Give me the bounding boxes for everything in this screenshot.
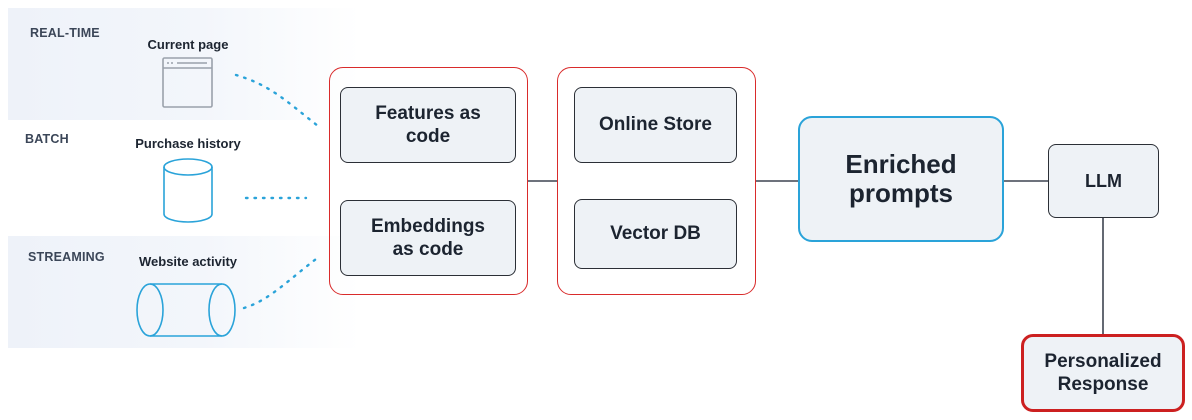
embeddings-as-code-label: Embeddings as code	[370, 216, 485, 260]
streaming-dotted-connector	[242, 254, 322, 310]
llm-box: LLM	[1048, 144, 1159, 218]
website-activity-label: Website activity	[138, 254, 238, 269]
personalized-response-label: Personalized Response	[1044, 351, 1162, 395]
streaming-category-label: STREAMING	[28, 250, 105, 264]
store-group	[557, 67, 756, 295]
features-as-code-box: Features as code	[340, 87, 516, 163]
enriched-prompts-label: Enriched prompts	[845, 149, 957, 208]
current-page-label: Current page	[147, 37, 229, 52]
embeddings-as-code-box: Embeddings as code	[340, 200, 516, 276]
personalized-response-box: Personalized Response	[1021, 334, 1185, 412]
vector-db-box: Vector DB	[574, 199, 737, 269]
code-group	[329, 67, 528, 295]
features-as-code-label: Features as code	[375, 103, 481, 147]
online-store-box: Online Store	[574, 87, 737, 163]
streaming-band	[8, 236, 360, 348]
enriched-prompts-box: Enriched prompts	[798, 116, 1004, 242]
online-store-label: Online Store	[599, 114, 712, 135]
stream-tube-icon	[136, 283, 236, 337]
database-cylinder-icon	[163, 158, 213, 223]
batch-category-label: BATCH	[25, 132, 69, 146]
realtime-band	[8, 8, 360, 120]
vector-db-label: Vector DB	[610, 223, 701, 244]
browser-window-icon	[162, 57, 213, 108]
llm-label: LLM	[1085, 170, 1122, 191]
realtime-dotted-connector	[234, 73, 320, 128]
batch-band	[8, 122, 360, 234]
realtime-category-label: REAL-TIME	[30, 26, 100, 40]
purchase-history-label: Purchase history	[135, 136, 241, 151]
